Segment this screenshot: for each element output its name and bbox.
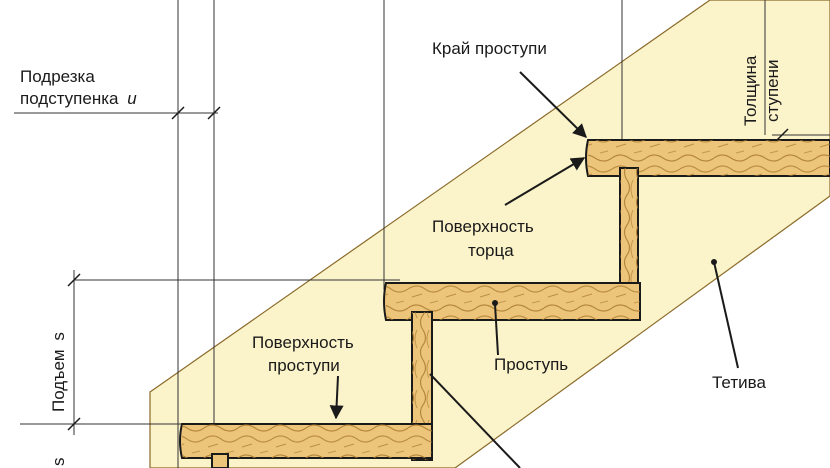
label-tread-surface-2: проступи xyxy=(268,356,340,375)
label-step-thickness-1: Толщина xyxy=(741,55,760,126)
upper-riser-grain xyxy=(620,168,638,312)
leader-lines xyxy=(329,71,739,468)
label-rise: Подъем s xyxy=(49,332,68,412)
label-end-surface-1: Поверхность xyxy=(432,217,534,236)
label-edge-of-tread: Край проступи xyxy=(432,39,547,58)
label-riser-trim-var: u xyxy=(127,89,137,108)
label-tread-surface-1: Поверхность xyxy=(252,333,354,352)
label-tread: Проступь xyxy=(494,355,568,374)
lower-tread-grain xyxy=(182,424,432,458)
middle-tread-grain xyxy=(386,283,640,320)
reference-lines xyxy=(177,0,766,468)
label-riser-trim-1: Подрезка xyxy=(20,67,95,86)
label-riser-trim-2: подступенка u xyxy=(20,89,137,108)
label-stringer: Тетива xyxy=(712,373,766,392)
stringer-dot xyxy=(711,259,717,265)
dimension-ticks xyxy=(67,106,789,431)
bottom-riser-stub xyxy=(211,453,229,468)
label-end-surface-2: торца xyxy=(468,241,514,260)
label-step-thickness-2: ступени xyxy=(763,59,782,122)
label-cut-var: s xyxy=(49,458,68,467)
label-rise-var: s xyxy=(49,332,68,341)
stringer-board xyxy=(149,0,830,468)
tread-dot xyxy=(492,300,498,306)
upper-tread-grain xyxy=(588,140,830,176)
